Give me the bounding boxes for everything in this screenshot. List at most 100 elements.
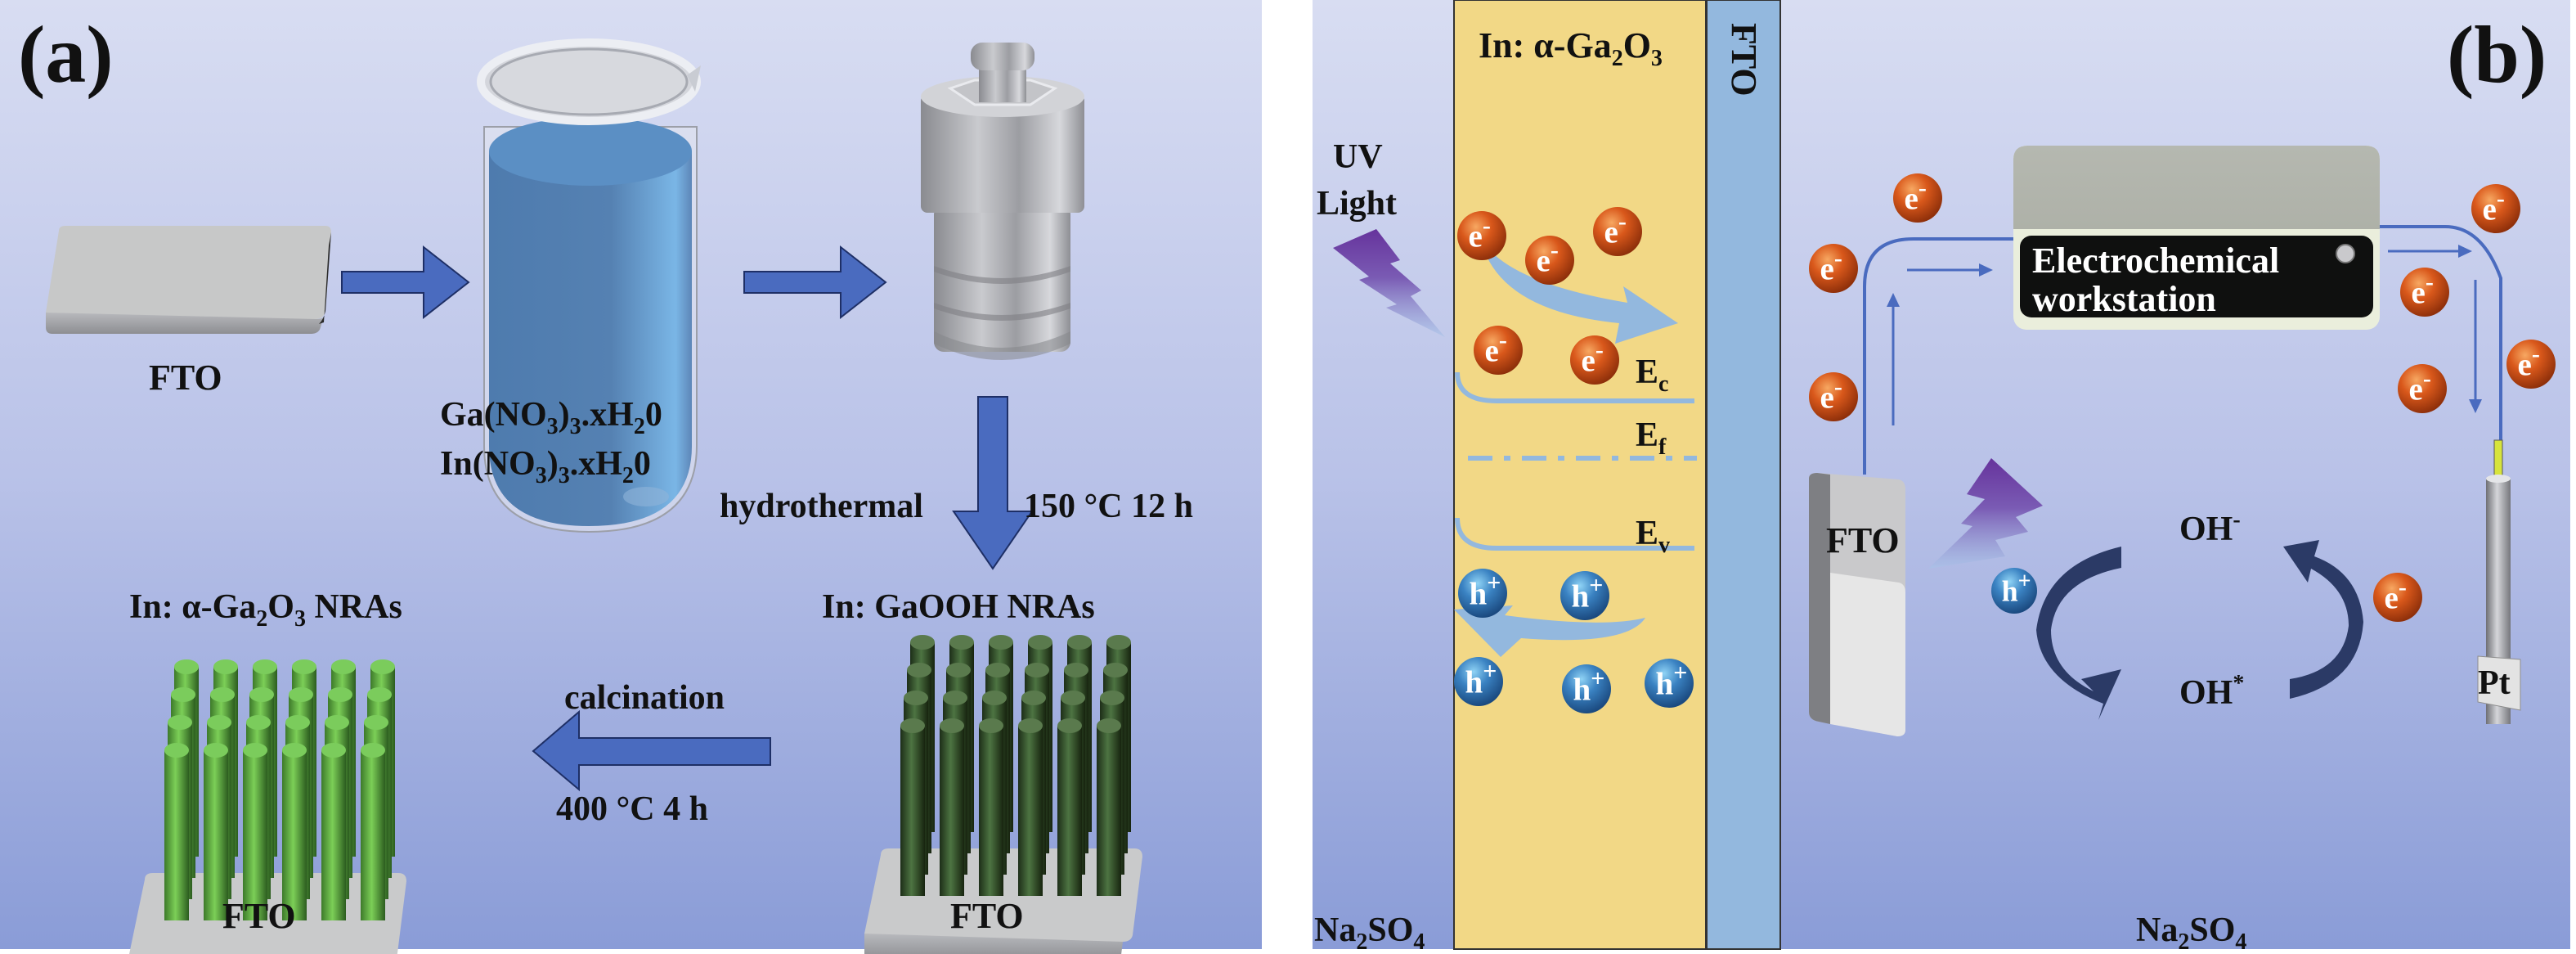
current-arrow-right-2 bbox=[2388, 245, 2472, 258]
calcination-label: calcination bbox=[564, 679, 725, 717]
ga2o3-nanorod-cap bbox=[249, 687, 274, 702]
electron-icon: e- bbox=[2471, 184, 2520, 233]
cycle-arrow-left bbox=[2036, 547, 2121, 720]
precursor-formula: Ga(NO3)3.xH20 In(NO3)3.xH20 bbox=[440, 396, 662, 488]
gaooh-nanorod-cap bbox=[907, 663, 931, 677]
electron-icon: e- bbox=[1474, 326, 1523, 375]
hole-icon: h+ bbox=[1454, 657, 1503, 706]
ga2o3-nanorod bbox=[204, 750, 228, 920]
arrow-right-2 bbox=[743, 245, 887, 320]
gaooh-nanorod-cap bbox=[1103, 663, 1128, 677]
calcination-conditions: 400 °C 4 h bbox=[556, 790, 708, 828]
gaooh-title: In: GaOOH NRAs bbox=[822, 588, 1095, 626]
current-arrow-up bbox=[1887, 293, 1900, 425]
uv-label: UV bbox=[1333, 138, 1383, 176]
electron-icon: e- bbox=[1593, 207, 1642, 256]
gaooh-nanorod-cap bbox=[946, 663, 971, 677]
svg-text:e-: e- bbox=[2385, 574, 2407, 616]
ga2o3-nanorod-cap bbox=[282, 743, 307, 758]
ga2o3-nanorod-cap bbox=[285, 715, 310, 730]
electron-transport-arrow bbox=[1480, 237, 1678, 344]
svg-text:h+: h+ bbox=[1572, 572, 1604, 614]
workstation-line1: Electrochemical bbox=[2032, 241, 2279, 281]
gaooh-nanorod-cap bbox=[904, 691, 928, 705]
gaooh-nanorod-cap bbox=[985, 663, 1010, 677]
gaooh-nanorod-cap bbox=[989, 635, 1013, 650]
arrow-left-calcination bbox=[532, 709, 771, 792]
ga2o3-nanorod-cap bbox=[321, 743, 346, 758]
electron-icon: e- bbox=[1809, 372, 1858, 421]
gaooh-nanorod-cap bbox=[1057, 718, 1082, 733]
ga2o3-nanorod-cap bbox=[168, 715, 192, 730]
ga2o3-nanorod-cap bbox=[164, 743, 189, 758]
gaooh-nanorod-cap bbox=[1021, 691, 1046, 705]
indicator-light-icon bbox=[2336, 244, 2355, 263]
gaooh-nanorod-cap bbox=[1028, 635, 1052, 650]
gaooh-nanorod bbox=[979, 726, 1003, 896]
ga2o3-nanorod-cap bbox=[361, 743, 385, 758]
ga2o3-nanorod-cap bbox=[292, 659, 316, 674]
ga2o3-nanorod-cap bbox=[364, 715, 388, 730]
panel-b: FTO In: α-Ga2O3 (b) UV Light Ec Ef Ev bbox=[1313, 0, 2570, 954]
panel-b-label: (b) bbox=[2447, 9, 2547, 100]
gaooh-nanorod-cap bbox=[1106, 635, 1131, 650]
gaooh-nanorod-cap bbox=[1025, 663, 1049, 677]
ga2o3-nanorod bbox=[243, 750, 267, 920]
svg-text:e-: e- bbox=[2483, 185, 2505, 227]
svg-text:e-: e- bbox=[1469, 212, 1491, 254]
fto-plate-edge bbox=[864, 934, 1123, 954]
ga2o3-nanorod-cap bbox=[171, 687, 195, 702]
svg-text:e-: e- bbox=[1582, 336, 1604, 379]
gaooh-nanorod-cap bbox=[1100, 691, 1124, 705]
hydrothermal-conditions: 150 °C 12 h bbox=[1024, 488, 1193, 525]
gaooh-nanorod-cap bbox=[943, 691, 967, 705]
valence-band-line bbox=[1455, 517, 1694, 551]
electrolyte-label-right: Na2SO4 bbox=[2136, 911, 2246, 954]
ga2o3-nanorod-cap bbox=[253, 659, 277, 674]
gaooh-nanorod-cap bbox=[1018, 718, 1043, 733]
current-arrow-right-1 bbox=[1907, 263, 1993, 277]
gaooh-nanorod bbox=[1057, 726, 1082, 896]
pt-label: Pt bbox=[2478, 664, 2511, 702]
gaooh-substrate-label: FTO bbox=[950, 896, 1024, 936]
ga2o3-title: In: α-Ga2O3 NRAs bbox=[129, 588, 402, 632]
ga2o3-nanorod-cap bbox=[289, 687, 313, 702]
svg-text:e-: e- bbox=[1905, 174, 1927, 217]
ec-label: Ec bbox=[1636, 353, 1668, 397]
electron-icon: e- bbox=[2400, 268, 2449, 317]
electron-icon: e- bbox=[1570, 335, 1619, 385]
electron-icon: e- bbox=[1525, 236, 1574, 285]
arrow-right-1 bbox=[341, 245, 470, 320]
hole-icon: h+ bbox=[1645, 659, 1694, 708]
arrow-down-hydrothermal bbox=[952, 396, 1034, 570]
gaooh-nanorod-cap bbox=[1064, 663, 1088, 677]
ga2o3-nanorod-cap bbox=[331, 659, 356, 674]
gaooh-nanorod-cap bbox=[1067, 635, 1092, 650]
ga2o3-nanorod bbox=[361, 750, 385, 920]
gaooh-nanorod-cap bbox=[1097, 718, 1121, 733]
gaooh-nanorod-cap bbox=[1061, 691, 1085, 705]
hole-icon: h+ bbox=[1560, 571, 1609, 620]
svg-text:h+: h+ bbox=[1573, 665, 1605, 708]
gaooh-nanorod bbox=[1097, 726, 1121, 896]
oh-minus-label: OH- bbox=[2179, 507, 2241, 548]
ev-label: Ev bbox=[1636, 515, 1670, 558]
gaooh-nanorod-array bbox=[864, 635, 1142, 954]
fto-label-1: FTO bbox=[149, 358, 222, 398]
photoanode-label: FTO bbox=[1826, 520, 1900, 560]
electron-icon: e- bbox=[1893, 173, 1942, 223]
gaooh-nanorod bbox=[940, 726, 964, 896]
hydrothermal-label: hydrothermal bbox=[720, 488, 923, 525]
electron-icon: e- bbox=[1457, 211, 1506, 260]
svg-text:e-: e- bbox=[2409, 365, 2431, 407]
svg-text:e-: e- bbox=[1820, 245, 1842, 287]
svg-text:h+: h+ bbox=[1656, 659, 1688, 702]
electron-icon: e- bbox=[1809, 244, 1858, 293]
svg-text:e-: e- bbox=[1604, 208, 1627, 250]
cycle-arrow-oxidation bbox=[2283, 540, 2363, 699]
svg-text:e-: e- bbox=[1820, 373, 1842, 416]
fto-photoanode: FTO bbox=[1809, 473, 1905, 736]
electron-icon: e- bbox=[2506, 340, 2556, 389]
ga2o3-nanorod-cap bbox=[246, 715, 271, 730]
